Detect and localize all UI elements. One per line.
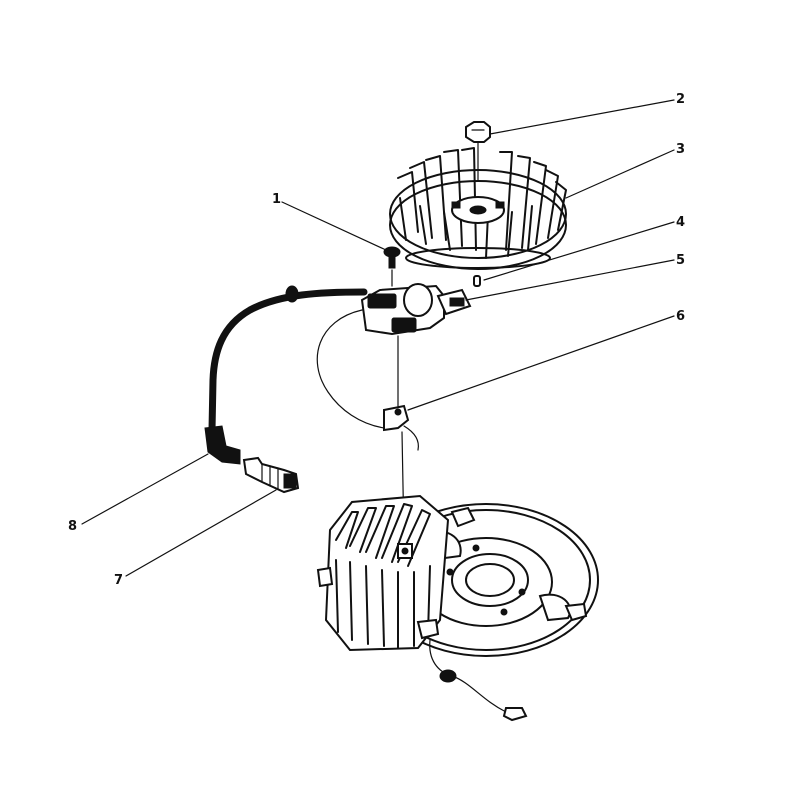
callout-1: 1	[272, 192, 281, 207]
kill-wire	[429, 639, 528, 722]
callout-6: 6	[676, 309, 685, 324]
screw	[383, 246, 401, 287]
callout-7: 7	[114, 573, 123, 588]
callout-5: 5	[676, 253, 685, 268]
callout-4: 4	[676, 215, 685, 230]
callout-8: 8	[68, 519, 77, 534]
spark-plug-lead	[208, 285, 368, 434]
leader-lines	[81, 99, 675, 577]
spark-plug-boot	[204, 425, 241, 465]
callout-2: 2	[676, 92, 685, 107]
spark-plug	[242, 456, 300, 494]
ignition-module	[360, 283, 472, 336]
callout-3: 3	[676, 142, 685, 157]
flywheel	[389, 147, 567, 270]
flywheel-key	[473, 275, 481, 287]
engine-block	[316, 494, 599, 657]
